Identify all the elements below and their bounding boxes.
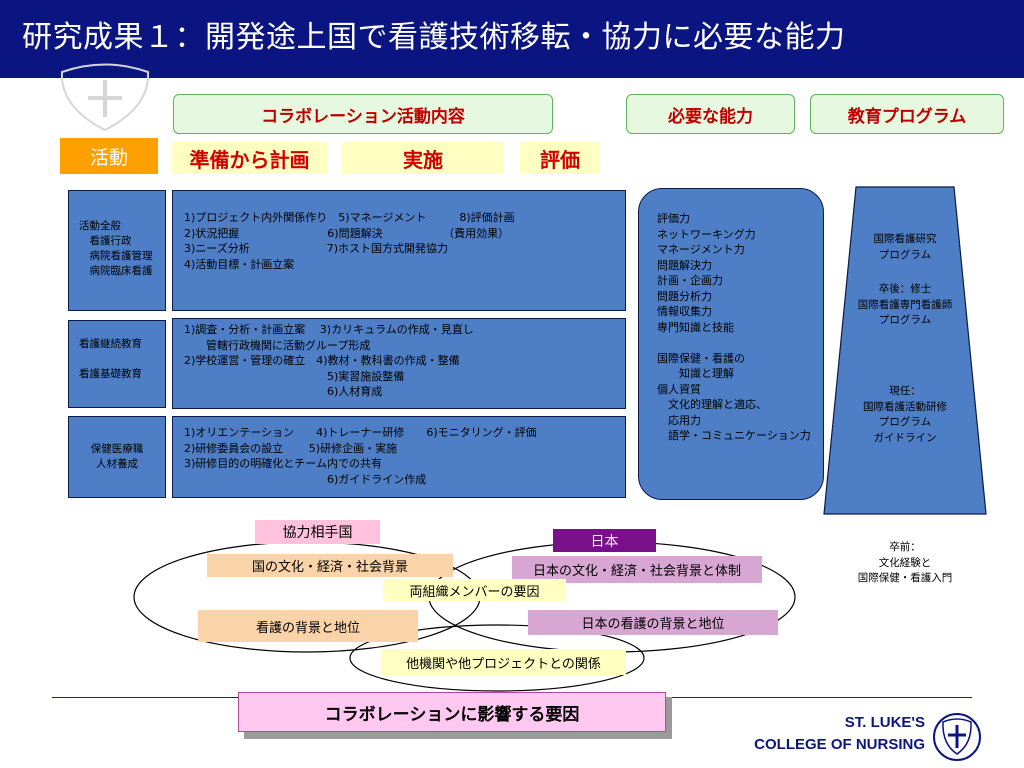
program-inservice: 現任： 国際看護活動研修 プログラム ガイドライン [863, 385, 947, 444]
factor-jp-nursing: 日本の看護の背景と地位 [528, 610, 778, 635]
factor-nursing-bg: 看護の背景と地位 [198, 610, 418, 642]
program-postgrad: 卒後：修士 国際看護専門看護師 プログラム [857, 283, 953, 326]
program-trapezoid [823, 186, 987, 515]
program-research: 国際看護研究 プログラム [873, 233, 937, 261]
partner-country-label: 協力相手国 [255, 520, 380, 544]
page-title: 研究成果１：開発途上国で看護技術移転・協力に必要な能力 [22, 20, 846, 55]
phase-evaluate: 評価 [520, 142, 600, 174]
college-crest-icon [933, 713, 981, 761]
program-undergrad: 卒前： 文化経験と 国際保健・看護入門 [857, 541, 953, 584]
ability-header: 必要な能力 [626, 94, 795, 134]
factor-members: 両組織メンバーの要因 [383, 579, 566, 601]
abilities-box: 評価力 ネットワーキング力 マネージメント力 問題解決力 計画・企画力 問題分析… [638, 188, 824, 500]
factor-country-culture: 国の文化・経済・社会背景 [207, 554, 453, 577]
phase-prep: 準備から計画 [172, 142, 327, 174]
factor-jp-culture: 日本の文化・経済・社会背景と体制 [512, 556, 762, 583]
row-content-education: 1)調査・分析・計画立案 3)カリキュラムの作成・見直し 管轄行政機関に活動グル… [172, 318, 626, 409]
college-name-line1: ST. LUKE'S [844, 714, 925, 731]
program-header: 教育プログラム [810, 94, 1004, 134]
row-label-general: 活動全般 看護行政 病院看護管理 病院臨床看護 [68, 190, 166, 311]
watermark-crest-icon [60, 63, 150, 132]
activity-label: 活動 [60, 138, 158, 174]
title-bar [0, 0, 1024, 78]
phase-implement: 実施 [342, 142, 504, 174]
japan-label: 日本 [553, 529, 656, 552]
footer-factor-box: コラボレーションに影響する要因 [238, 692, 666, 732]
row-label-education: 看護継続教育 看護基礎教育 [68, 320, 166, 408]
row-label-training: 保健医療職 人材養成 [68, 416, 166, 498]
factor-other-relations: 他機関や他プロジェクトとの関係 [381, 649, 626, 675]
row-content-general: 1)プロジェクト内外関係作り 5)マネージメント 8)評価計画 2)状況把握 6… [172, 190, 626, 311]
collab-activity-header: コラボレーション活動内容 [173, 94, 553, 134]
row-content-training: 1)オリエンテーション 4)トレーナー研修 6)モニタリング・評価 2)研修委員… [172, 416, 626, 498]
college-name-line2: COLLEGE OF NURSING [754, 736, 925, 753]
